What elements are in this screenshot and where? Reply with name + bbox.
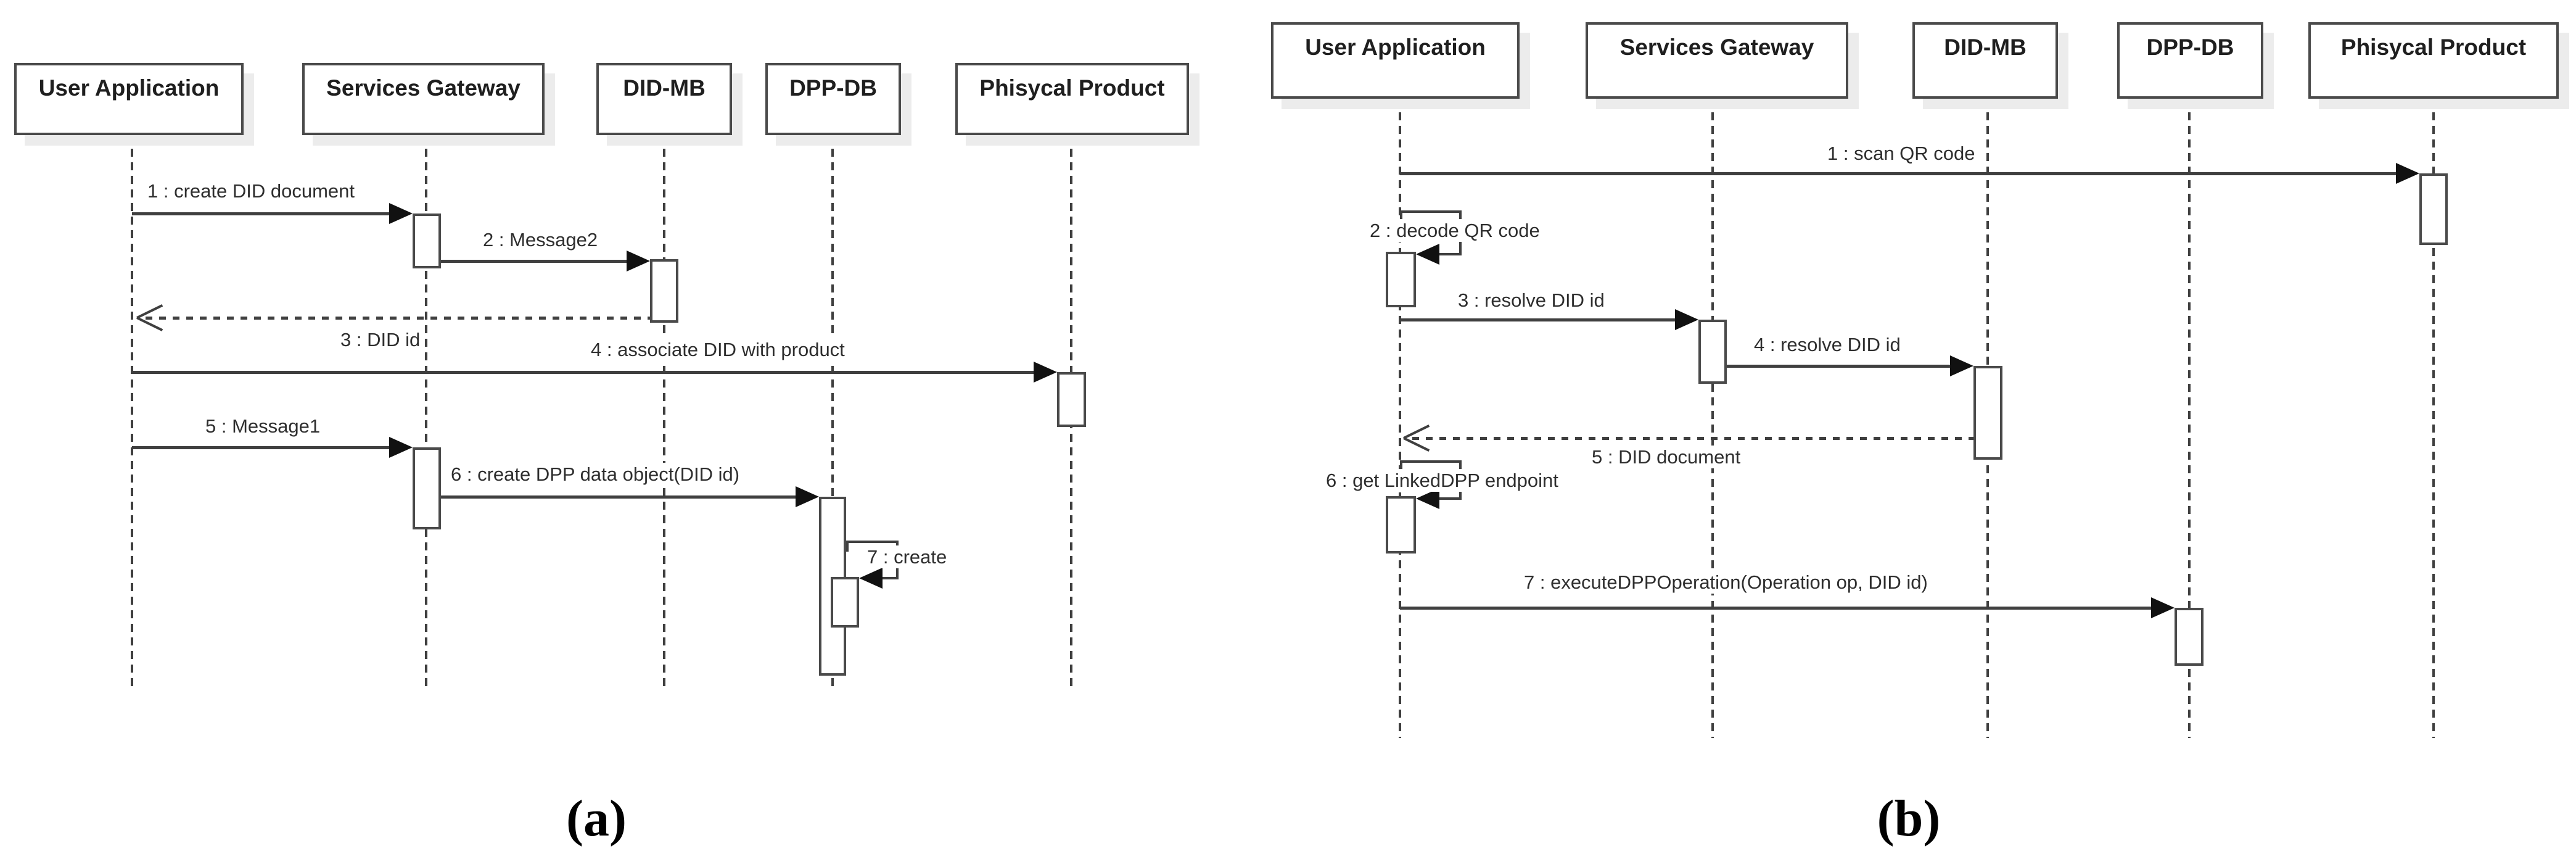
- activation-bar: [1057, 372, 1086, 427]
- message-label: 5 : DID document: [1590, 446, 1743, 468]
- activation-bar: [413, 214, 441, 268]
- arrowhead-icon: [2151, 597, 2175, 618]
- lifeline-did-mb: [663, 135, 665, 687]
- message-arrow-line: [441, 495, 800, 499]
- activation-bar: [1386, 252, 1416, 307]
- arrowhead-icon: [1416, 244, 1439, 265]
- arrowhead-icon: [796, 486, 819, 507]
- message-arrow-line: [132, 446, 394, 449]
- message-return-line: [1412, 437, 1973, 440]
- arrowhead-icon: [1675, 309, 1698, 330]
- arrowhead-icon: [1034, 362, 1057, 383]
- lifeline-label-dpp-db: DPP-DB: [2146, 35, 2234, 60]
- message-label: 2 : Message2: [481, 228, 600, 251]
- arrowhead-icon: [389, 203, 413, 224]
- lifeline-label-did-mb: DID-MB: [1944, 35, 2027, 60]
- message-arrow-line: [1400, 607, 2156, 610]
- activation-bar: [413, 447, 441, 529]
- self-message-return-line: [1434, 497, 1462, 500]
- lifeline-label-user-application: User Application: [38, 75, 220, 101]
- lifeline-head-user-application: User Application: [14, 63, 244, 135]
- message-arrow-line: [1727, 365, 1955, 368]
- message-label: 7 : create: [865, 545, 949, 568]
- lifeline-head-services-gateway: Services Gateway: [302, 63, 545, 135]
- message-label: 3 : DID id: [339, 328, 422, 351]
- message-arrow-line: [132, 212, 394, 215]
- self-message-top-line: [1400, 460, 1462, 463]
- arrowhead-icon: [389, 437, 413, 458]
- lifeline-label-services-gateway: Services Gateway: [1619, 35, 1814, 60]
- caption-b: (b): [1877, 790, 1941, 847]
- message-label: 5 : Message1: [204, 415, 323, 437]
- lifeline-head-dpp-db: DPP-DB: [765, 63, 901, 135]
- message-label: 6 : create DPP data object(DID id): [449, 463, 742, 486]
- arrowhead-icon: [2396, 163, 2419, 184]
- lifeline-services-gateway: [1711, 99, 1714, 738]
- message-label: 2 : decode QR code: [1368, 219, 1542, 242]
- arrowhead-icon: [859, 568, 883, 589]
- lifeline-user-application: [1399, 99, 1401, 738]
- activation-bar: [650, 259, 678, 323]
- caption-a: (a): [566, 790, 627, 847]
- self-message-top-line: [846, 541, 899, 543]
- message-label: 4 : associate DID with product: [589, 338, 847, 361]
- message-label: 1 : create DID document: [146, 180, 356, 202]
- message-arrow-line: [1400, 318, 1680, 321]
- lifeline-head-dpp-db: DPP-DB: [2117, 22, 2263, 99]
- lifeline-label-phisycal-product: Phisycal Product: [979, 75, 1165, 101]
- lifeline-phisycal-product: [2432, 99, 2435, 738]
- arrowhead-icon: [627, 251, 650, 272]
- message-label: 4 : resolve DID id: [1752, 333, 1903, 356]
- message-label: 3 : resolve DID id: [1456, 289, 1607, 312]
- activation-bar: [831, 577, 859, 628]
- arrowhead-icon: [1950, 355, 1973, 376]
- message-label: 1 : scan QR code: [1825, 142, 1977, 165]
- lifeline-head-did-mb: DID-MB: [596, 63, 732, 135]
- activation-bar: [1698, 320, 1727, 384]
- lifeline-dpp-db: [831, 135, 834, 687]
- lifeline-label-did-mb: DID-MB: [623, 75, 706, 101]
- self-message-return-line: [1434, 253, 1462, 255]
- lifeline-head-phisycal-product: Phisycal Product: [2308, 22, 2559, 99]
- self-message-left-tick: [1400, 460, 1402, 471]
- lifeline-label-dpp-db: DPP-DB: [789, 75, 877, 101]
- message-label: 6 : get LinkedDPP endpoint: [1324, 469, 1560, 492]
- message-label: 7 : executeDPPOperation(Operation op, DI…: [1522, 571, 1930, 594]
- lifeline-label-services-gateway: Services Gateway: [326, 75, 521, 101]
- activation-bar: [2419, 173, 2448, 245]
- lifeline-head-user-application: User Application: [1271, 22, 1520, 99]
- self-message-left-tick: [1400, 210, 1402, 222]
- lifeline-label-user-application: User Application: [1305, 35, 1486, 60]
- lifeline-dpp-db: [2188, 99, 2191, 738]
- message-return-line: [146, 317, 650, 320]
- activation-bar: [2175, 608, 2204, 666]
- self-message-left-tick: [846, 541, 849, 552]
- self-message-top-line: [1400, 210, 1462, 213]
- lifeline-label-phisycal-product: Phisycal Product: [2340, 35, 2527, 60]
- lifeline-user-application: [131, 135, 133, 687]
- lifeline-head-did-mb: DID-MB: [1912, 22, 2058, 99]
- activation-bar: [1386, 496, 1416, 553]
- lifeline-head-phisycal-product: Phisycal Product: [955, 63, 1189, 135]
- activation-bar: [1973, 366, 2002, 460]
- message-arrow-line: [441, 260, 632, 263]
- message-arrow-line: [1400, 172, 2401, 175]
- lifeline-services-gateway: [425, 135, 427, 687]
- self-message-return-line: [878, 577, 899, 579]
- message-arrow-line: [132, 371, 1039, 374]
- lifeline-head-services-gateway: Services Gateway: [1586, 22, 1848, 99]
